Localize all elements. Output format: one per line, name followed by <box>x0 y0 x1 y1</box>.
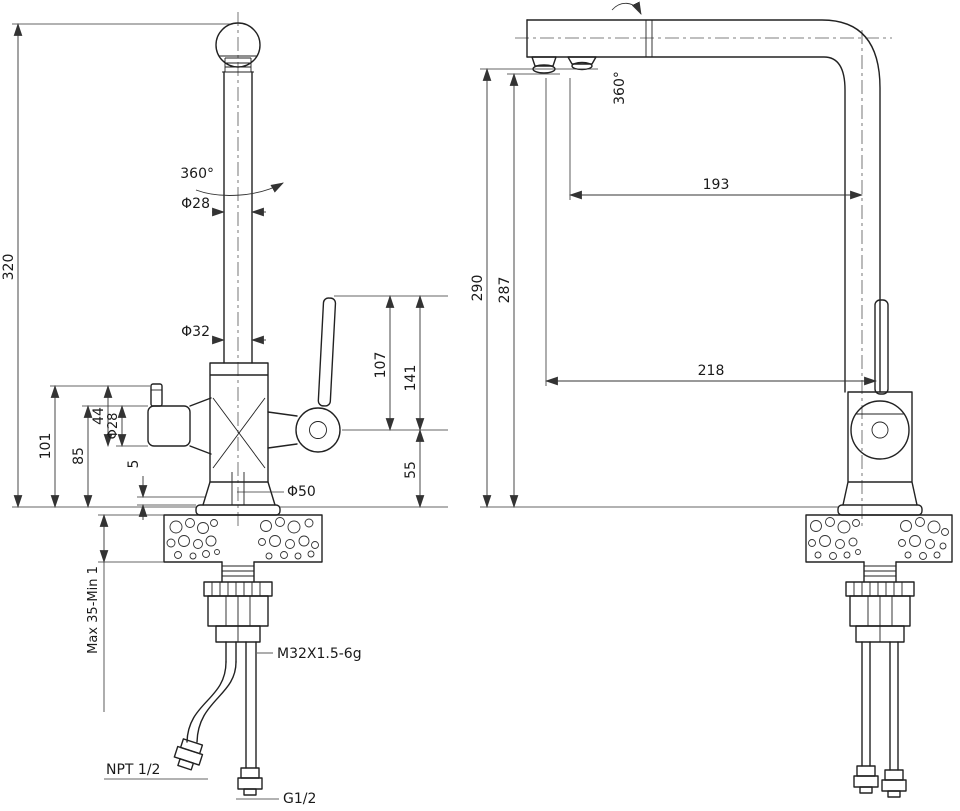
front-countertop-pattern <box>166 517 319 560</box>
front-dim-107-label: 107 <box>373 352 389 379</box>
front-dim-85-label: 85 <box>71 447 87 465</box>
side-body <box>837 391 923 516</box>
front-mounting-hardware <box>203 561 273 643</box>
side-lever-rod <box>874 299 889 395</box>
front-inlet-thread-label: G1/2 <box>283 791 316 807</box>
side-countertop-pattern <box>808 517 949 560</box>
side-view: 360° <box>470 1 953 798</box>
front-handle-dia-label: Φ28 <box>106 413 121 440</box>
front-deck-range-label: Max 35-Min 1 <box>86 566 101 654</box>
front-overall-height-label: 320 <box>1 254 17 281</box>
front-filter-handle <box>147 383 212 455</box>
front-countertop <box>163 514 323 563</box>
front-dim-55-label: 55 <box>403 461 419 479</box>
front-riser-dia-label: Φ32 <box>181 324 210 340</box>
side-countertop <box>805 514 953 563</box>
front-spout-dia-label: Φ28 <box>181 196 210 212</box>
side-mounting-hardware <box>845 561 915 643</box>
front-dim-141-label: 141 <box>403 365 419 392</box>
side-fitting-right <box>881 769 907 798</box>
rotation-arrow-icon <box>195 182 284 196</box>
npt-fitting <box>173 738 204 771</box>
side-fitting-left <box>853 765 879 794</box>
side-dim-290-label: 290 <box>470 275 486 302</box>
swivel-arrow-icon <box>611 1 642 15</box>
front-main-lever <box>267 297 341 453</box>
front-base-dia-label: Φ50 <box>287 484 316 500</box>
g-fitting <box>237 767 263 796</box>
side-dimensions: 290 287 193 218 <box>470 67 878 509</box>
front-dim-44-label: 44 <box>91 407 107 425</box>
side-rotation-label: 360° <box>612 71 628 105</box>
side-aerators <box>531 56 597 74</box>
front-dim-5-label: 5 <box>126 460 142 469</box>
front-supply-tubes <box>173 641 263 796</box>
front-shank-thread-label: M32X1.5-6g <box>277 646 362 662</box>
side-dim-218-label: 218 <box>698 363 725 379</box>
side-dim-193-label: 193 <box>703 177 730 193</box>
front-spout-cap <box>215 22 261 73</box>
front-dimensions-left: 320 101 85 44 Φ28 5 Max 35-Min 1 <box>1 22 448 712</box>
side-spout <box>526 19 881 393</box>
front-rotation-label: 360° <box>180 166 214 182</box>
front-dim-101-label: 101 <box>38 433 54 460</box>
side-supply-tubes <box>853 641 907 798</box>
front-hose-thread-label: NPT 1/2 <box>106 762 160 778</box>
front-view: 360° Φ28 Φ32 <box>1 12 448 807</box>
front-dimensions-right: 107 141 55 <box>334 294 448 509</box>
front-spout-tube <box>223 71 253 364</box>
side-dim-287-label: 287 <box>497 277 513 304</box>
